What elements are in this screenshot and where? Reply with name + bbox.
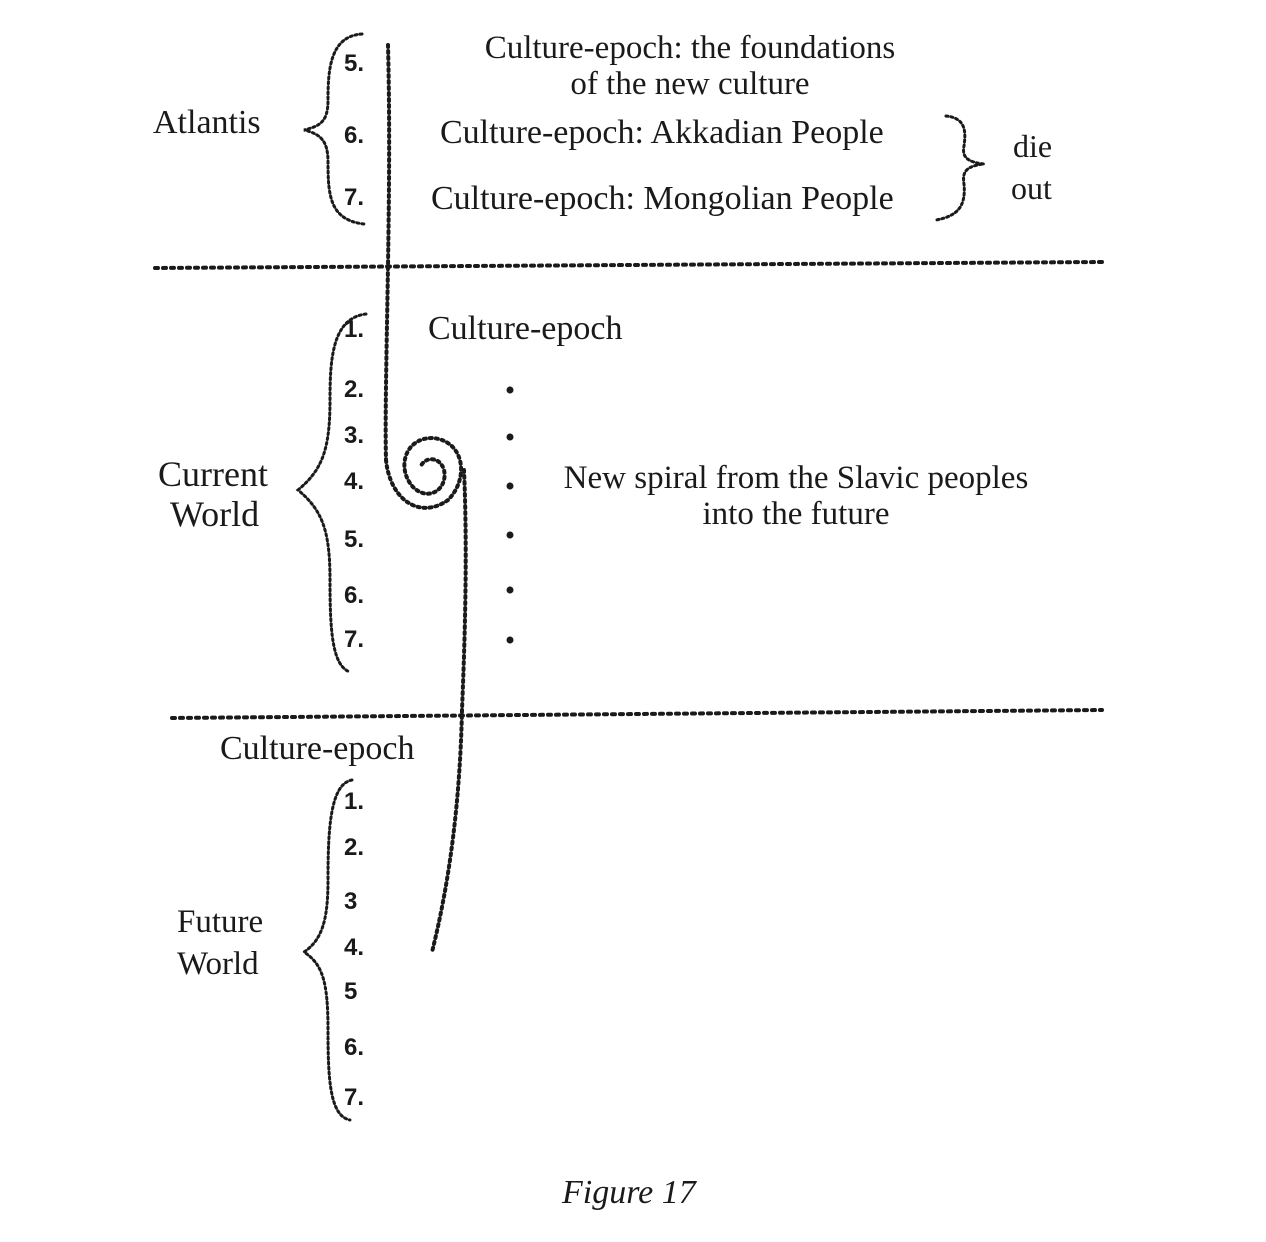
continuation-line xyxy=(430,468,468,954)
atlantis-epoch-7: 7. xyxy=(344,184,365,211)
out-text: out xyxy=(1011,170,1052,206)
future-dots xyxy=(506,386,514,644)
figure-caption: Figure 17 xyxy=(562,1174,696,1211)
die-text: die xyxy=(1013,128,1053,164)
current-epoch-7: 7. xyxy=(344,626,365,653)
current-world-brace xyxy=(295,312,368,674)
separator-atlantis xyxy=(153,260,1104,270)
die-out-brace xyxy=(934,114,985,222)
future-epoch-4: 4. xyxy=(344,934,365,961)
future-epoch-1: 1. xyxy=(344,788,365,815)
future-world-brace xyxy=(301,778,354,1122)
current-epoch-3: 3. xyxy=(344,422,365,449)
current-epoch-4: 4. xyxy=(344,468,365,495)
spiral-shape xyxy=(384,435,463,510)
main-vertical-axis xyxy=(383,43,392,462)
atlantis-label: Atlantis xyxy=(153,104,261,141)
foundations-line-1: Culture-epoch: the foundations xyxy=(484,30,896,66)
current-epoch-5: 5. xyxy=(344,526,365,553)
current-epoch-2: 2. xyxy=(344,376,365,403)
current-label-line-2: World xyxy=(170,494,260,534)
current-culture-epoch: Culture-epoch xyxy=(428,310,623,347)
mongolian-epoch: Culture-epoch: Mongolian People xyxy=(431,180,894,217)
atlantis-epoch-5: 5. xyxy=(344,50,365,77)
current-label-line-1: Current xyxy=(158,454,268,494)
separator-current xyxy=(170,708,1104,720)
future-culture-epoch: Culture-epoch xyxy=(220,730,415,767)
future-epoch-6: 6. xyxy=(344,1034,365,1061)
atlantis-epoch-6: 6. xyxy=(344,122,365,149)
future-epoch-3: 3 xyxy=(344,888,358,915)
spiral-line-2: into the future xyxy=(702,496,890,532)
future-epoch-5: 5 xyxy=(344,978,358,1005)
akkadian-epoch: Culture-epoch: Akkadian People xyxy=(440,114,884,151)
atlantis-brace xyxy=(303,32,366,226)
current-epoch-6: 6. xyxy=(344,582,365,609)
foundations-line-2: of the new culture xyxy=(570,66,810,102)
future-epoch-7: 7. xyxy=(344,1084,365,1111)
future-label-line-2: World xyxy=(177,946,259,982)
current-epoch-1: 1. xyxy=(344,316,365,343)
future-epoch-2: 2. xyxy=(344,834,365,861)
spiral-line-1: New spiral from the Slavic peoples xyxy=(563,460,1029,496)
future-label-line-1: Future xyxy=(177,904,264,940)
